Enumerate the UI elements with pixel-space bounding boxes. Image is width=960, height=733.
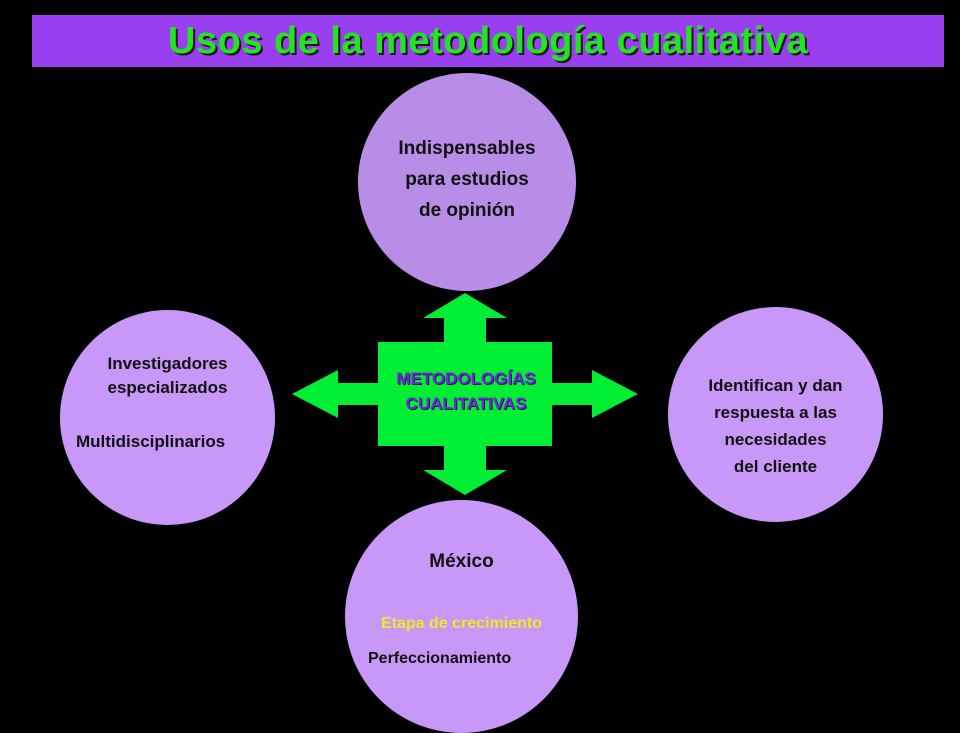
node-left-line1: Investigadores (107, 354, 228, 373)
node-right-line3: necesidades (724, 430, 827, 449)
node-top-line2: para estudios (405, 169, 529, 190)
node-right-line2: respuesta a las (714, 403, 837, 422)
node-right-line1: Identifican y dan (708, 376, 843, 395)
arrow-down (423, 445, 507, 495)
node-bottom-highlight: Etapa de crecimiento (381, 615, 542, 632)
node-right-line4: del cliente (733, 457, 818, 476)
node-bottom-title: México (429, 551, 494, 572)
arrow-left (292, 370, 379, 418)
node-right-text: Identifican y dan respuesta a las necesi… (668, 372, 883, 480)
node-left-extra: Multidisciplinarios (76, 432, 226, 451)
center-label-line2: CUALITATIVAS (405, 394, 527, 413)
node-top-line1: Indispensables (398, 138, 536, 159)
page-title: Usos de la metodología cualitativa (168, 20, 808, 62)
arrow-up (423, 293, 507, 343)
node-bottom-extra: Perfeccionamiento (368, 650, 512, 667)
node-top-text: Indispensables para estudios de opinión (358, 133, 576, 226)
center-box (378, 342, 552, 446)
center-label: METODOLOGÍAS CUALITATIVAS (380, 366, 552, 416)
circle-right (668, 307, 883, 522)
node-left-line2: especializados (107, 378, 228, 397)
circle-left (60, 310, 275, 525)
circle-top (358, 73, 576, 291)
arrow-right (551, 370, 638, 418)
title-bar: Usos de la metodología cualitativa (32, 15, 944, 67)
center-label-line1: METODOLOGÍAS (396, 369, 536, 388)
node-left-text: Investigadores especializados (60, 352, 275, 400)
circle-bottom (345, 500, 578, 733)
node-top-line3: de opinión (418, 200, 516, 221)
